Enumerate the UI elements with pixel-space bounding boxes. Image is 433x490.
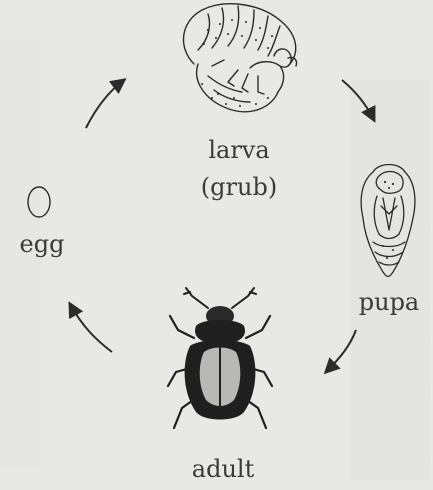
curved-arrow-icon	[342, 80, 374, 120]
curved-arrow-icon	[326, 330, 356, 372]
curved-arrow-icon	[70, 304, 112, 352]
curved-arrow-icon	[86, 80, 124, 128]
